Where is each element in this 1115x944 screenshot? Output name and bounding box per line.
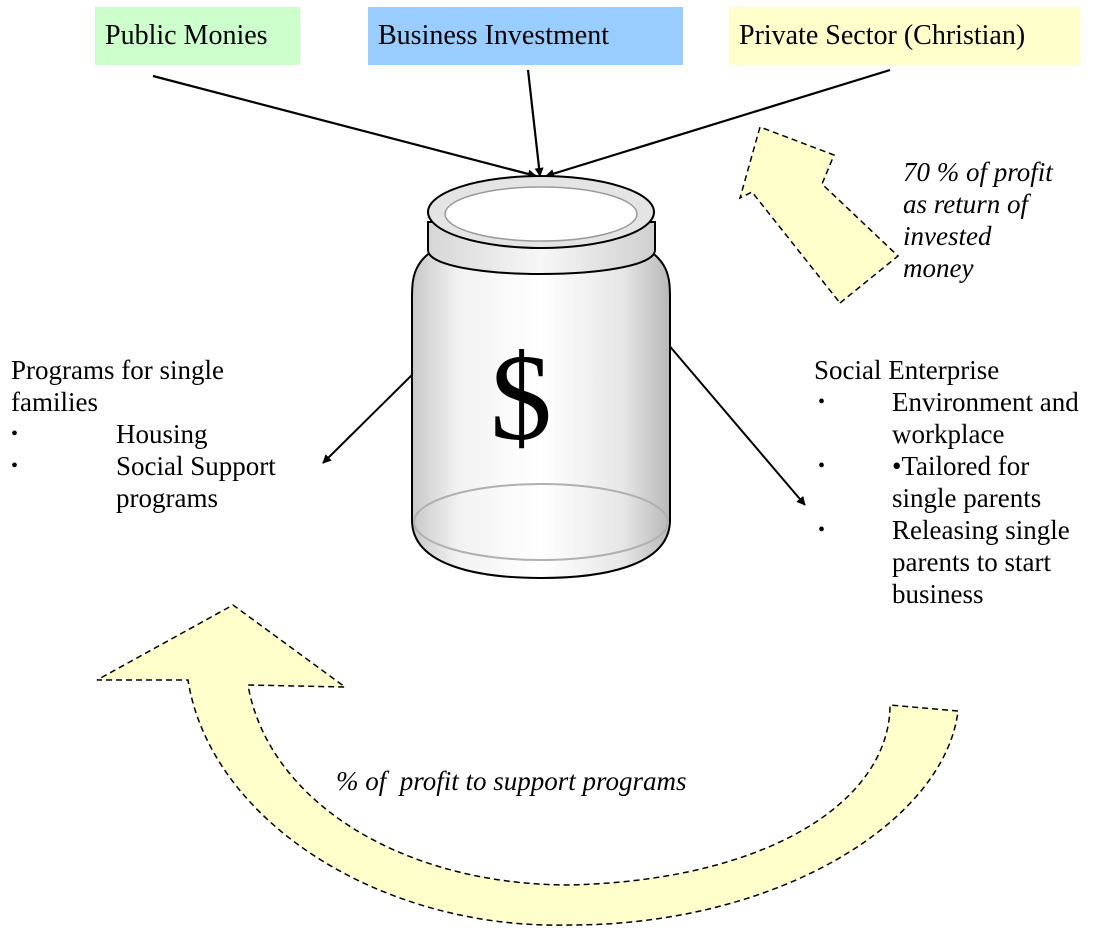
profit-cycle-arrow xyxy=(96,604,959,926)
enterprise-block: Social Enterprise • Environment and work… xyxy=(814,354,1114,610)
bullet-icon: • xyxy=(11,423,19,445)
source-private-sector: Private Sector (Christian) xyxy=(729,7,1080,65)
enterprise-item-cont: business xyxy=(892,579,984,609)
return-note-line: invested xyxy=(903,221,992,251)
programs-title: Programs for single xyxy=(11,355,224,385)
programs-item-text: Social Support xyxy=(116,451,276,481)
return-note: 70 % of profit as return of invested mon… xyxy=(903,156,1053,284)
enterprise-item: • Releasing single xyxy=(814,514,1114,546)
enterprise-item-text: •Tailored for xyxy=(892,451,1030,481)
arrow-business-to-jar xyxy=(526,69,544,177)
programs-item: • Housing xyxy=(11,418,301,450)
source-public-monies: Public Monies xyxy=(95,7,300,65)
source-business-investment: Business Investment xyxy=(368,7,683,65)
enterprise-item: • •Tailored for xyxy=(814,450,1114,482)
profit-support-note: % of profit to support programs xyxy=(336,766,687,796)
arrow-jar-to-programs xyxy=(322,369,418,464)
return-note-line: 70 % of profit xyxy=(903,157,1053,187)
enterprise-item-text: Releasing single xyxy=(892,515,1070,545)
bullet-icon: • xyxy=(818,455,826,477)
arrow-private-to-jar xyxy=(545,68,891,178)
programs-item-text: Housing xyxy=(116,419,208,449)
return-note-line: as return of xyxy=(903,189,1029,219)
programs-item: programs xyxy=(11,482,301,514)
bullet-icon: • xyxy=(818,519,826,541)
enterprise-item: • Environment and xyxy=(814,386,1114,418)
enterprise-title: Social Enterprise xyxy=(814,355,1000,385)
source-private-label: Private Sector (Christian) xyxy=(739,20,1026,51)
source-public-label: Public Monies xyxy=(105,20,268,51)
source-business-label: Business Investment xyxy=(378,20,609,51)
return-arrow xyxy=(738,126,900,305)
arrow-jar-to-enterprise xyxy=(666,342,806,506)
dollar-sign: $ xyxy=(490,329,552,466)
bullet-icon: • xyxy=(818,391,826,413)
programs-title: families xyxy=(11,387,98,417)
programs-item-text: programs xyxy=(116,483,218,513)
programs-item: • Social Support xyxy=(11,450,301,482)
enterprise-item-cont: workplace xyxy=(892,419,1005,449)
return-note-line: money xyxy=(903,253,974,283)
bullet-icon: • xyxy=(11,455,19,477)
enterprise-item-cont: parents to start xyxy=(892,547,1051,577)
programs-block: Programs for single families • Housing •… xyxy=(11,354,301,514)
enterprise-item-cont: single parents xyxy=(892,483,1042,513)
enterprise-item-text: Environment and xyxy=(892,387,1079,417)
arrow-public-to-jar xyxy=(152,74,537,179)
money-jar xyxy=(411,175,671,580)
